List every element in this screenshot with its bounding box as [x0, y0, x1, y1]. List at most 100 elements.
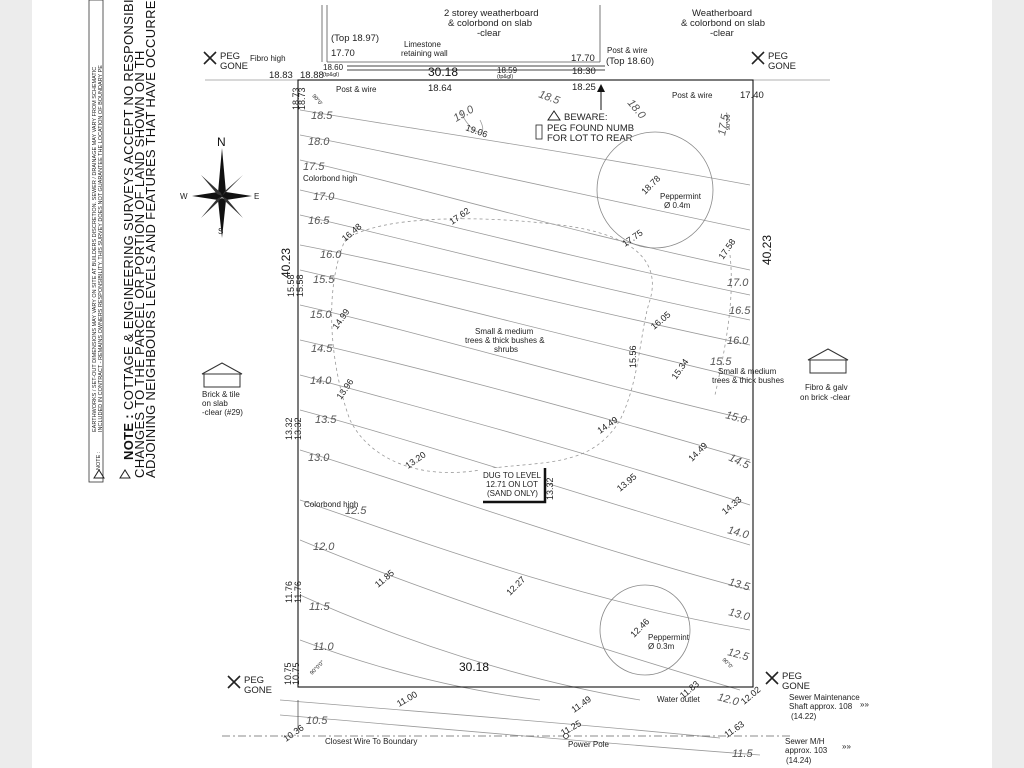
svg-text:14.33: 14.33: [720, 494, 744, 516]
tpgl-1: (tp&gl): [323, 72, 339, 78]
svg-text:PEG: PEG: [768, 51, 788, 62]
svg-text:17.0: 17.0: [727, 277, 749, 289]
svg-text:PEG: PEG: [244, 675, 264, 686]
brick-tile-label-2: on slab: [202, 399, 228, 408]
svg-text:13.0: 13.0: [308, 452, 330, 464]
peppermint-bottom-label: Peppermint: [648, 633, 690, 642]
sewer-mh-label: Sewer M/H: [785, 737, 825, 746]
rear-neighbour-area: 2 storey weatherboard & colorbond on sla…: [205, 5, 830, 144]
svg-text:16.0: 16.0: [727, 335, 749, 347]
beware-label: BEWARE:: [564, 112, 607, 123]
limestone-label-2: retaining wall: [401, 49, 448, 58]
house-icon-left: [201, 362, 243, 388]
survey-sheet: NOTE : EARTHWORKS / SET-OUT DIMENSIONS M…: [32, 0, 992, 768]
dim-left: 40.23: [279, 248, 293, 278]
svg-text:16.5: 16.5: [729, 305, 751, 317]
sewer-mh-label-2: approx. 103: [785, 746, 828, 755]
peg-gone-icon: [751, 51, 765, 65]
svg-text:18.5: 18.5: [537, 89, 562, 108]
brick-tile-label-3: -clear (#29): [202, 408, 243, 417]
svg-text:18.5: 18.5: [311, 110, 333, 122]
svg-text:14.49: 14.49: [686, 440, 709, 463]
angle-tl: 90°0': [310, 93, 323, 106]
warning-icon: [93, 469, 105, 479]
top-left-house-label: 2 storey weatherboard: [444, 8, 539, 19]
svg-text:11.0: 11.0: [313, 641, 334, 653]
dug-label-2: 12.71 ON LOT: [486, 480, 538, 489]
level-1888: 18.88: [300, 70, 324, 81]
svg-text:11.5: 11.5: [732, 748, 753, 760]
svg-text:16.48: 16.48: [340, 221, 364, 243]
house-icon-right: [807, 348, 849, 374]
svg-text:18.0: 18.0: [625, 97, 649, 122]
survey-drawing: NOTE : EARTHWORKS / SET-OUT DIMENSIONS M…: [88, 0, 869, 765]
peg-gone-tl: PEG GONE: [203, 51, 248, 72]
fibro-galv-label: Fibro & galv: [805, 383, 848, 392]
svg-text:13.0: 13.0: [727, 606, 752, 623]
small-note-title: NOTE :: [96, 451, 102, 470]
note-title: NOTE :: [121, 414, 136, 460]
svg-text:17.5: 17.5: [303, 161, 325, 173]
svg-text:11.00: 11.00: [395, 689, 419, 709]
svg-text:17.5: 17.5: [716, 112, 732, 136]
peg-gone-tr: PEG GONE: [751, 51, 796, 72]
spot-levels: 18.73 18.73 19.06 18.78 17.62 16.48 17.7…: [281, 87, 762, 743]
note-line3: ADJOINING NEIGHBOURS LEVELS AND FEATURES…: [143, 0, 158, 478]
small-medium-label-2: trees & thick bushes: [712, 376, 784, 385]
dug-label-3: (SAND ONLY): [487, 489, 538, 498]
svg-text:14.0: 14.0: [310, 375, 332, 387]
peppermint-top-size: Ø 0.4m: [664, 201, 691, 210]
top-left-house-label-3: -clear: [477, 28, 501, 39]
compass-s-label: S: [218, 227, 223, 236]
colorbond-high-label-2: Colorbond high: [304, 500, 358, 509]
svg-text:17.58: 17.58: [716, 237, 737, 261]
note-line1: COTTAGE & ENGINEERING SURVEYS ACCEPT NO …: [121, 0, 136, 410]
svg-text:16.05: 16.05: [649, 309, 673, 331]
level-1830: 18.30: [572, 66, 596, 77]
svg-text:14.99: 14.99: [330, 307, 351, 331]
lot-labels: 30.18 40.23 40.23 90°0' 90°0'0" 90°0'0" …: [279, 93, 774, 704]
svg-text:18.0: 18.0: [308, 136, 330, 148]
svg-text:19.0: 19.0: [452, 103, 477, 125]
level-1859: 18.59: [497, 66, 518, 75]
warning-icon: [119, 469, 131, 479]
svg-text:12.27: 12.27: [504, 574, 527, 597]
svg-text:11.5: 11.5: [309, 601, 330, 613]
compass-n-label: N: [217, 135, 226, 149]
trees-label-2: trees & thick bushes &: [465, 336, 545, 345]
contour-labels: 18.5 18.0 17.5 17.0 16.5 16.0 15.5 15.0 …: [303, 89, 753, 760]
svg-text:13.5: 13.5: [727, 576, 752, 593]
chevron-right-icon: »»: [842, 742, 851, 751]
svg-text:10.5: 10.5: [306, 715, 328, 727]
sewer-maintenance-label-2: Shaft approx. 108: [789, 702, 853, 711]
brick-tile-label: Brick & tile: [202, 390, 240, 399]
peppermint-tree-bottom-canopy: [599, 584, 691, 676]
svg-text:17.0: 17.0: [313, 191, 335, 203]
small-medium-label: Small & medium: [718, 367, 777, 376]
svg-text:11.76: 11.76: [284, 581, 294, 603]
svg-text:12.0: 12.0: [313, 541, 335, 553]
note-line2: CHANGES TO THE PARCEL OR PORTION OF LAND…: [132, 50, 147, 478]
svg-text:12.5: 12.5: [345, 505, 367, 517]
svg-text:11.85: 11.85: [373, 568, 396, 590]
compass-north-point: [218, 148, 226, 198]
trees-label-3: shrubs: [494, 345, 518, 354]
top-right-house-label: Weatherboard: [692, 8, 752, 19]
colorbond-high-label: Colorbond high: [303, 174, 357, 183]
svg-text:18.73: 18.73: [297, 87, 307, 110]
svg-text:14.5: 14.5: [311, 343, 333, 355]
closest-wire-label: Closest Wire To Boundary: [325, 737, 417, 746]
svg-text:GONE: GONE: [244, 685, 272, 696]
small-note-line2: INCLUDED IN CONTRACT - REMAINS OWNERS RE…: [98, 65, 104, 432]
peg-icon: [535, 124, 543, 140]
svg-text:18.78: 18.78: [639, 173, 662, 196]
power-pole-icon: [563, 733, 569, 739]
peppermint-bottom-size: Ø 0.3m: [648, 642, 675, 651]
peppermint-top-label: Peppermint: [660, 192, 702, 201]
svg-text:15.5: 15.5: [710, 356, 732, 368]
svg-text:14.5: 14.5: [727, 452, 752, 472]
svg-text:16.5: 16.5: [308, 215, 330, 227]
dim-bottom: 30.18: [459, 660, 489, 674]
svg-text:13.95: 13.95: [615, 471, 639, 493]
level-1825: 18.25: [572, 82, 596, 93]
